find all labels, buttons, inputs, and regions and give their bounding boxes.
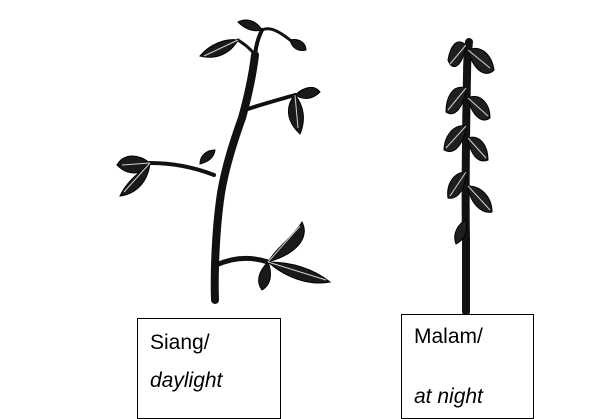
leaf-veins <box>122 40 490 280</box>
night-label-line2: at night <box>414 385 483 409</box>
daylight-leaves <box>117 20 330 290</box>
night-label-line1: Malam/ <box>414 325 483 349</box>
night-label-box: Malam/ at night <box>401 314 534 419</box>
daylight-label-line1: Siang/ <box>150 331 210 355</box>
daylight-label-line2: daylight <box>150 369 222 393</box>
daylight-label-box: Siang/ daylight <box>137 318 281 419</box>
